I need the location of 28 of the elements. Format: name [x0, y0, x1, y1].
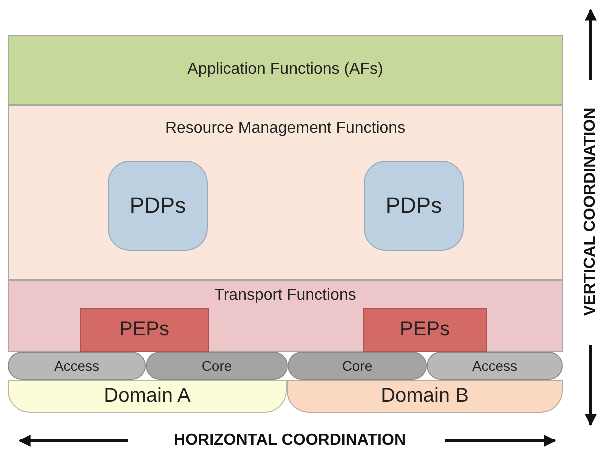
pdp-box	[364, 161, 464, 251]
box-label: PDPs	[386, 193, 442, 219]
band-title: Application Functions (AFs)	[188, 61, 384, 79]
domain-panel	[8, 380, 287, 413]
function-band	[8, 105, 563, 280]
network-segment	[146, 352, 288, 380]
domain-panel	[287, 380, 563, 413]
network-segment	[427, 352, 563, 380]
band-title: Resource Management Functions	[165, 120, 406, 138]
pep-box	[363, 308, 487, 352]
pep-box	[80, 308, 209, 352]
network-segment	[288, 352, 427, 380]
box-label: PDPs	[130, 193, 186, 219]
box-label: PEPs	[119, 318, 170, 342]
segment-label: Core	[202, 358, 232, 374]
pdp-box	[108, 161, 208, 251]
segment-label: Access	[472, 358, 518, 374]
band-title: Transport Functions	[214, 287, 356, 305]
domain-name: Domain A	[104, 385, 191, 408]
function-band	[8, 35, 563, 105]
axis-label: HORIZONTAL COORDINATION	[174, 432, 406, 450]
segment-label: Core	[342, 358, 373, 374]
segment-label: Access	[54, 358, 100, 374]
function-band	[8, 280, 563, 352]
axis-label: VERTICAL COORDINATION	[582, 108, 600, 316]
domain-name: Domain B	[381, 385, 469, 408]
network-segment	[8, 352, 146, 380]
box-label: PEPs	[400, 318, 450, 342]
